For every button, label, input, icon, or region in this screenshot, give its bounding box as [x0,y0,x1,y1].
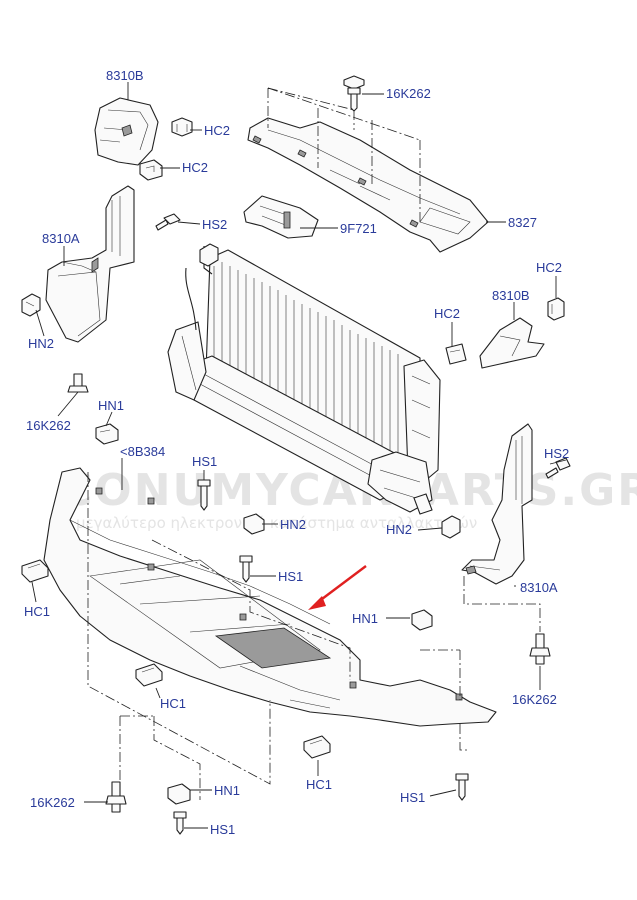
label-hn1-bottom: HN1 [214,783,240,798]
nut-hn2-left [21,293,41,317]
screw-hs1-bottom-left [173,811,187,835]
bolt-16k262-bottom [105,781,127,813]
label-hc1-center: HC1 [160,696,186,711]
label-hc2-lower: HC2 [182,160,208,175]
clip-hc1-left [21,559,49,583]
label-8b384: <8B384 [120,444,165,459]
label-16k262-right: 16K262 [512,692,557,707]
part-8310b-right [479,317,545,369]
part-8b384-undertray [43,467,497,727]
label-8310b-right: 8310B [492,288,530,303]
bolt-16k262-top [343,75,365,112]
nut-hn2-right [441,515,461,539]
label-hc1-bottom: HC1 [306,777,332,792]
clip-hc2-lower [139,159,163,181]
indicator-arrow [308,565,367,610]
label-9f721: 9F721 [340,221,377,236]
screw-hs2-right [545,457,571,479]
label-8327: 8327 [508,215,537,230]
nut-hn2-center [243,513,265,535]
part-8310b-upper-left [94,97,159,166]
screw-hs1-bottom-right [455,773,469,801]
clip-hc2-top [171,117,193,137]
label-hc1-left: HC1 [24,604,50,619]
label-hs1-bottom-right: HS1 [400,790,425,805]
label-hn2-right: HN2 [386,522,412,537]
label-hs1-center: HS1 [192,454,217,469]
callout-labels: 8310B HC2 HC2 16K262 8327 HS2 9F721 8310… [24,68,569,837]
part-8327-upper-deflector [247,117,489,253]
part-8310a-right-deflector [461,423,533,585]
label-hs1-bottom-left: HS1 [210,822,235,837]
leader-lines [31,82,567,829]
bolt-16k262-right [529,633,551,665]
label-16k262-top: 16K262 [386,86,431,101]
label-hn2-center: HN2 [280,517,306,532]
part-8310a-left-deflector [45,185,135,343]
clip-hc1-center [135,663,163,687]
label-hn2-left: HN2 [28,336,54,351]
screw-hs2-left [155,213,181,231]
screw-hs1-center [197,479,211,511]
label-hs2-left: HS2 [202,217,227,232]
bolt-16k262-left [67,373,89,393]
label-hc2-top: HC2 [204,123,230,138]
clip-hn1-right [411,609,433,631]
label-16k262-left: 16K262 [26,418,71,433]
label-hs2-right: HS2 [544,446,569,461]
label-8310b-top: 8310B [106,68,144,83]
label-hc2-right-upper: HC2 [536,260,562,275]
label-hn1-upper: HN1 [98,398,124,413]
clip-hc2-right-lower [445,343,467,365]
screw-hs1-center2 [239,555,253,583]
clip-hc1-bottom [303,735,331,759]
clip-hn1-upper [95,423,119,445]
label-16k262-bottom: 16K262 [30,795,75,810]
radiator-assembly [167,243,441,515]
label-8310a-left: 8310A [42,231,80,246]
clip-hn1-bottom [167,783,191,805]
label-8310a-right: 8310A [520,580,558,595]
watermark-sub: ο μεγαλύτερο ηλεκτρονικό κατάστημα ανταλ… [62,514,477,532]
part-9f721-bracket [243,195,319,239]
clip-hc2-right-upper [547,297,565,321]
label-hc2-right-lower: HC2 [434,306,460,321]
label-hs1-center2: HS1 [278,569,303,584]
label-hn1-right: HN1 [352,611,378,626]
